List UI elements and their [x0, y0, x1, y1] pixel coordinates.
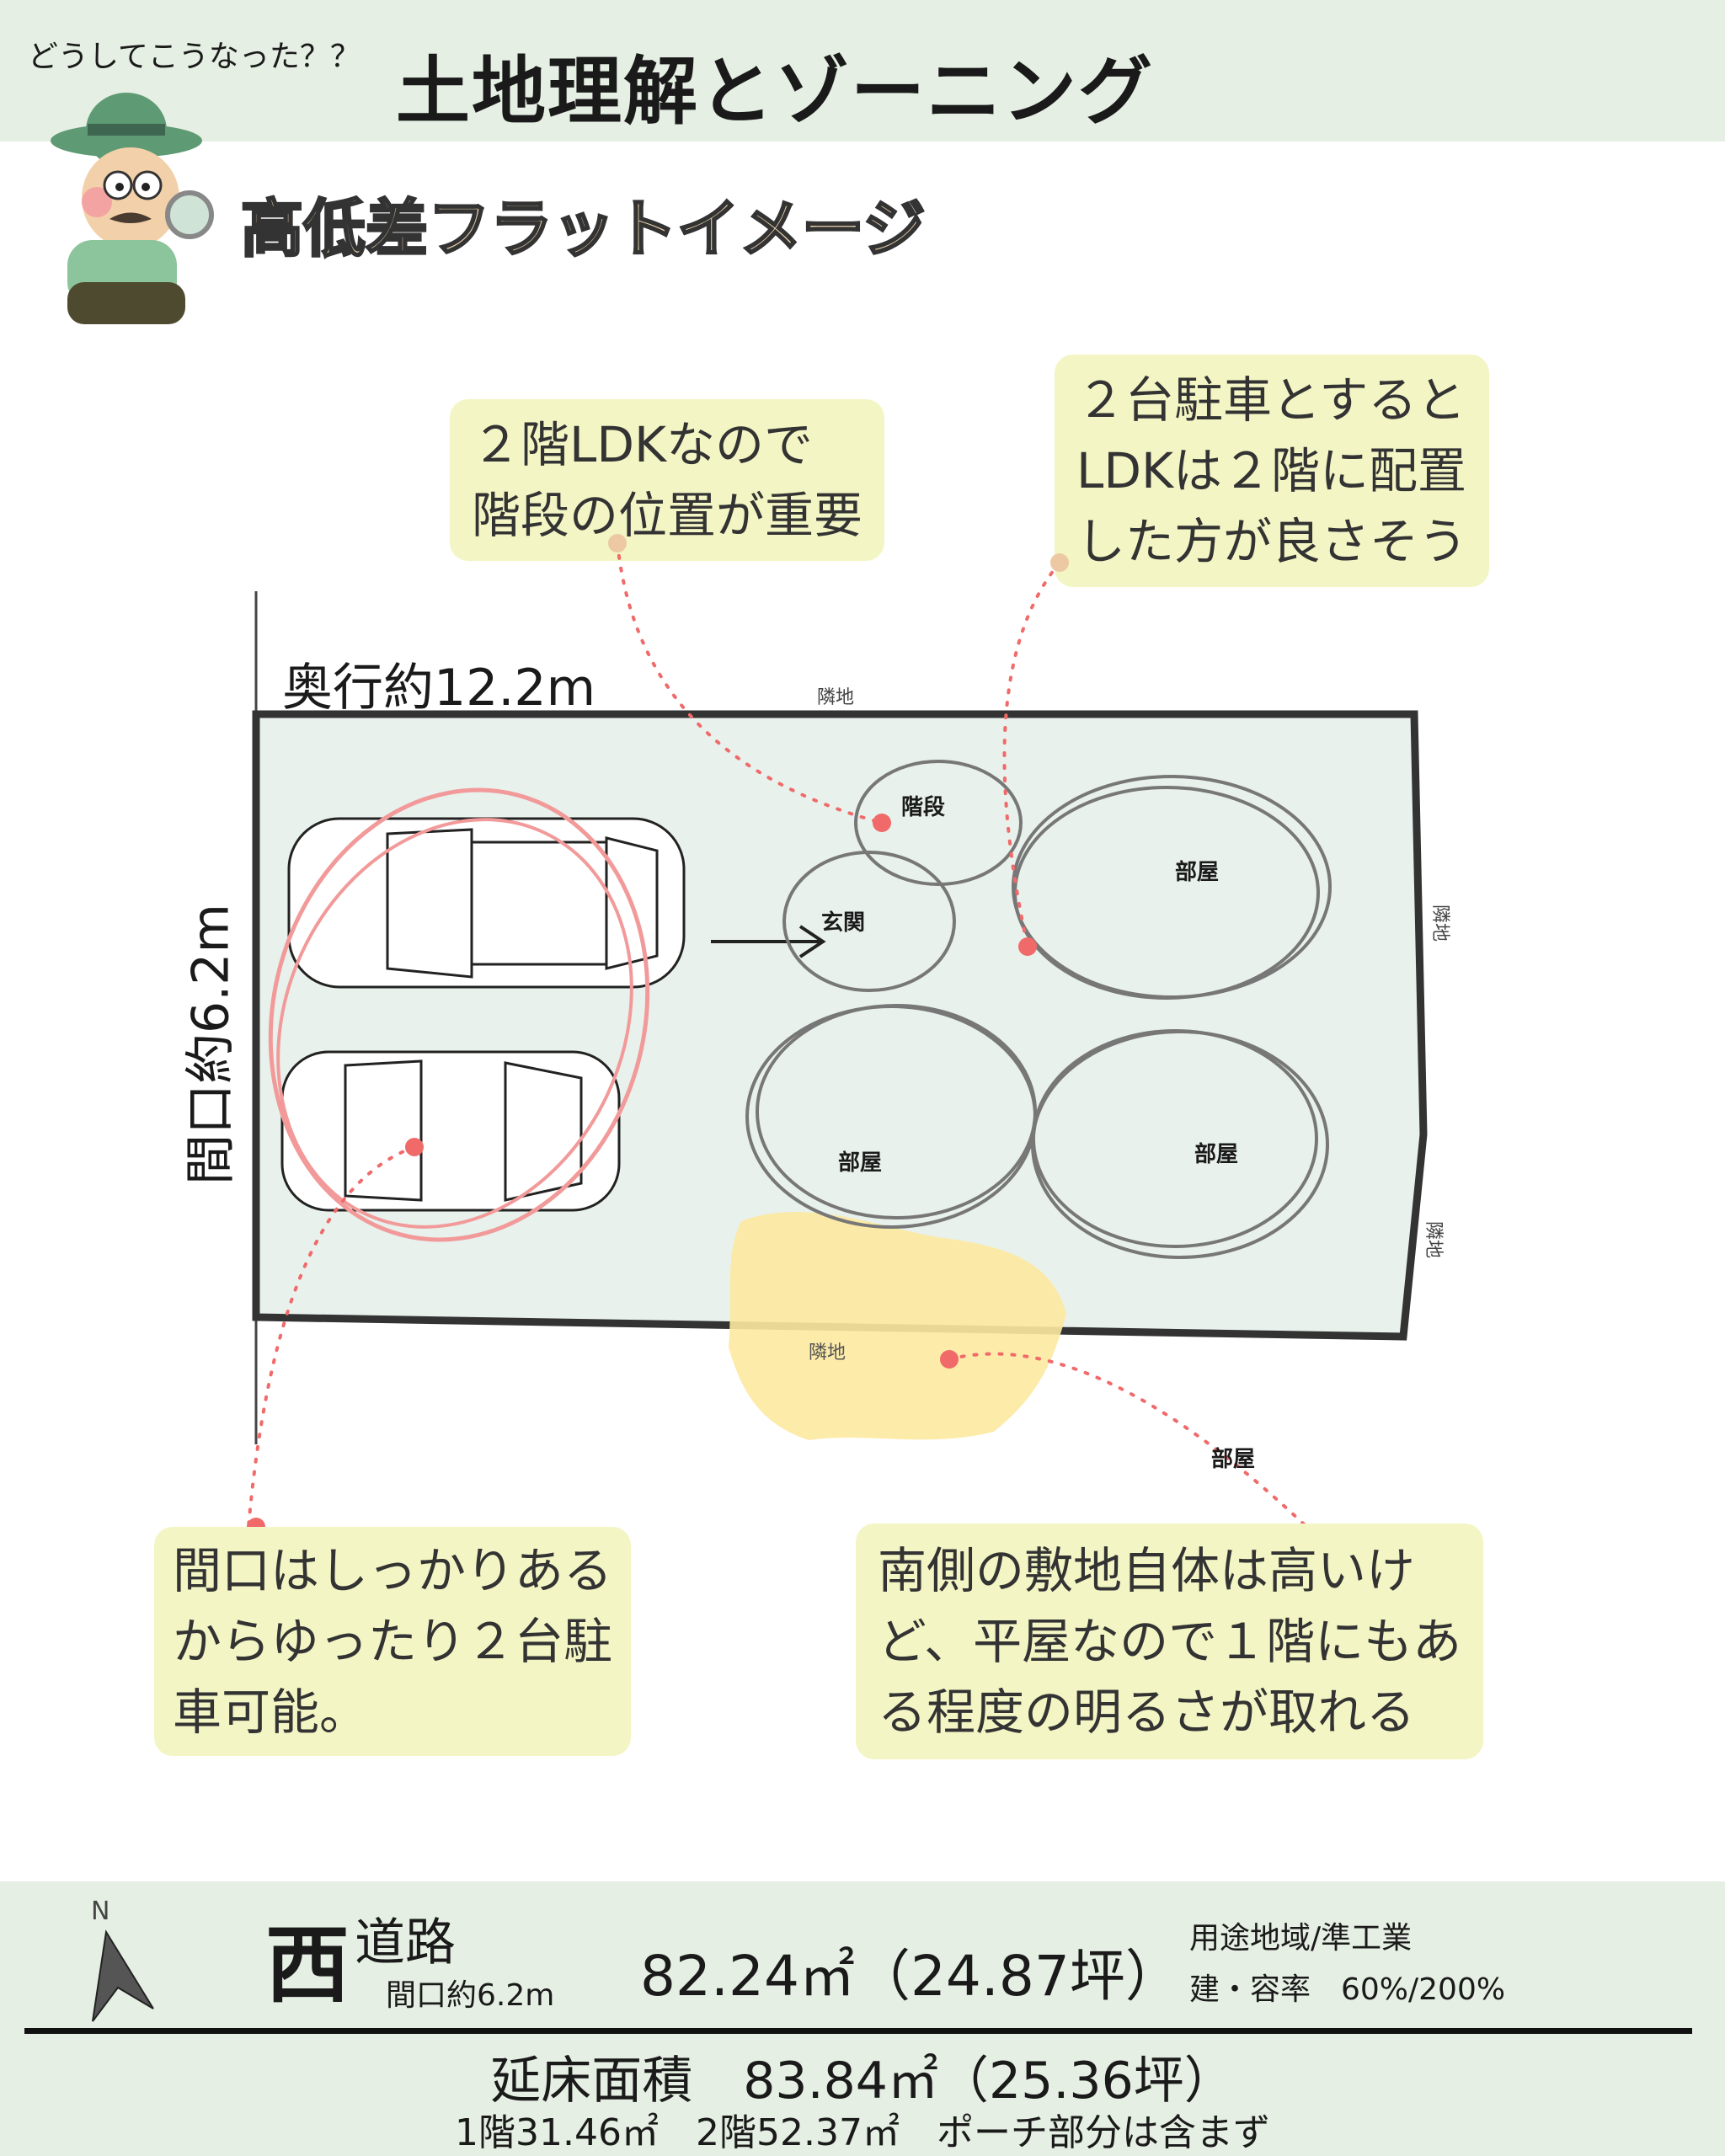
compass-arrow-icon [92, 1929, 154, 2022]
callout-line: 南側の敷地自体は高いけ [878, 1542, 1416, 1599]
zoning-info: 用途地域/準工業 [1189, 1921, 1413, 1956]
callout-sunlight: 南側の敷地自体は高いけ ど、平屋なので１階にもあ る程度の明るさが取れる [856, 1524, 1484, 1760]
neighbor-label: 隣地 [1429, 904, 1451, 942]
callout-ldk: ２台駐車とすると LDKは２階に配置 した方が良さそう [1055, 355, 1490, 588]
callout-line: ど、平屋なので１階にもあ [878, 1613, 1462, 1671]
room-label: 部屋 [838, 1150, 883, 1176]
callout-line: 間口はしっかりある [173, 1542, 613, 1599]
road-label: 道路 [355, 1913, 456, 1972]
sunlight-area [729, 1212, 1066, 1440]
car-bottom [280, 1050, 621, 1212]
room-label: 部屋 [1194, 1142, 1239, 1167]
callout-line: LDKは２階に配置 [1076, 442, 1467, 500]
header-kicker: どうしてこうなった？？ [28, 40, 360, 74]
callout-line: 車可能。 [173, 1684, 369, 1742]
frontage-value: 間口約6.2m [386, 1978, 555, 2013]
stairs-zone [854, 760, 1023, 886]
divider [24, 2028, 1692, 2034]
entry-arrow-icon [711, 925, 826, 958]
callout-stairs: ２階LDKなので 階段の位置が重要 [450, 399, 885, 562]
room-label: 部屋 [1211, 1447, 1256, 1472]
land-area: 82.24㎡（24.87坪） [640, 1944, 1181, 2009]
neighbor-label: 隣地 [1423, 1220, 1445, 1259]
compass-n-label: N [91, 1897, 110, 1926]
entrance-zone [782, 851, 956, 992]
neighbor-label: 隣地 [817, 687, 855, 708]
footer-band [0, 1881, 1725, 2156]
section-subtitle: 高低差フラットイメージ [240, 192, 927, 267]
neighbor-label: 隣地 [809, 1342, 846, 1364]
room-label: 部屋 [1175, 860, 1220, 885]
callout-line: 階段の位置が重要 [472, 487, 863, 545]
callout-line: した方が良さそう [1076, 513, 1468, 571]
leader-lines [247, 542, 1320, 1540]
coverage-info: 建・容率 60%/200% [1189, 1972, 1506, 2007]
site-plan [247, 534, 1428, 1547]
car-top [287, 817, 686, 989]
floor-breakdown: 1階31.46㎡ 2階52.37㎡ ポーチ部分は含まず [455, 2111, 1270, 2154]
floor-area: 延床面積 83.84㎡（25.36坪） [490, 2052, 1235, 2111]
callout-line: ２階LDKなので [472, 416, 814, 473]
stairs-label: 階段 [901, 795, 946, 820]
detective-illustration [51, 93, 214, 324]
parking-highlight [268, 787, 650, 1242]
callout-line: ２台駐車とすると [1076, 371, 1466, 429]
entrance-label: 玄関 [821, 910, 866, 936]
road-direction: 西 [265, 1916, 350, 2015]
depth-label: 奥行約12.2m [282, 659, 596, 718]
callout-parking: 間口はしっかりある からゆったり２台駐 車可能。 [154, 1527, 632, 1757]
page-title: 土地理解とゾーニング [396, 48, 1155, 135]
header-band [0, 0, 1725, 141]
callout-line: からゆったり２台駐 [173, 1613, 613, 1671]
callout-line: る程度の明るさが取れる [878, 1684, 1416, 1742]
